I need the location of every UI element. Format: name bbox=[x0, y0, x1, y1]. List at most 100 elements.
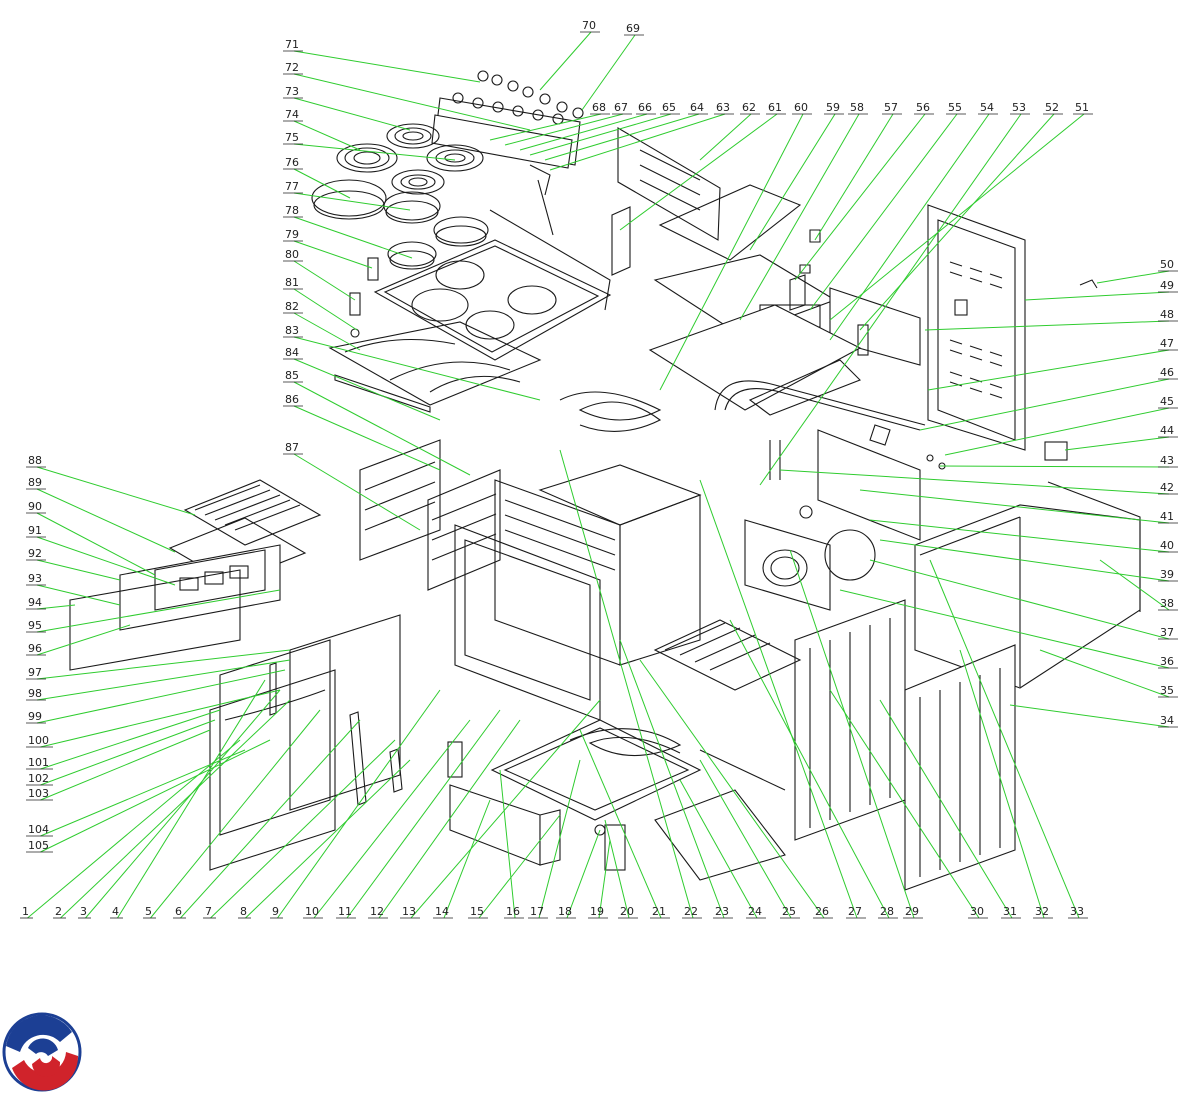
leader-line-104 bbox=[40, 749, 246, 837]
callout-number: 83 bbox=[285, 324, 299, 337]
callout-number: 100 bbox=[28, 734, 49, 747]
leader-line-31 bbox=[879, 699, 1013, 919]
callout-number: 68 bbox=[592, 101, 606, 114]
leader-line-28 bbox=[729, 619, 890, 919]
fan-motor-mount bbox=[799, 424, 946, 541]
leader-line-23 bbox=[619, 639, 725, 919]
callout-number: 29 bbox=[905, 905, 919, 918]
leader-line-44 bbox=[1064, 436, 1170, 451]
callout-number: 56 bbox=[916, 101, 930, 114]
leader-line-43 bbox=[939, 465, 1170, 468]
leader-lines bbox=[27, 31, 1170, 919]
leader-line-27 bbox=[699, 479, 858, 919]
callout-number: 27 bbox=[848, 905, 862, 918]
burner-receptacles bbox=[349, 257, 379, 338]
callout-number: 103 bbox=[28, 787, 49, 800]
leader-line-46 bbox=[919, 378, 1170, 431]
callout-number: 31 bbox=[1003, 905, 1017, 918]
callout-number: 4 bbox=[112, 905, 119, 918]
leader-line-24 bbox=[679, 779, 758, 919]
callout-number: 52 bbox=[1045, 101, 1059, 114]
callout-number: 1 bbox=[22, 905, 29, 918]
leader-line-36 bbox=[839, 589, 1170, 669]
callout-number: 96 bbox=[28, 642, 42, 655]
callout-number: 80 bbox=[285, 248, 299, 261]
leveling-legs bbox=[447, 741, 626, 871]
leader-line-56 bbox=[794, 113, 926, 281]
leader-line-4 bbox=[117, 679, 266, 919]
callout-number: 73 bbox=[285, 85, 299, 98]
callout-number: 30 bbox=[970, 905, 984, 918]
bake-element bbox=[559, 391, 682, 757]
callout-number: 85 bbox=[285, 369, 299, 382]
leader-line-90 bbox=[36, 512, 156, 576]
leader-line-67 bbox=[504, 113, 624, 146]
callout-number: 35 bbox=[1160, 684, 1174, 697]
callout-number: 33 bbox=[1070, 905, 1084, 918]
leader-line-64 bbox=[544, 113, 700, 161]
leader-line-49 bbox=[1024, 291, 1170, 301]
leader-line-19 bbox=[598, 839, 611, 919]
callout-number: 58 bbox=[850, 101, 864, 114]
callout-number: 66 bbox=[638, 101, 652, 114]
leader-line-17 bbox=[538, 759, 581, 919]
leader-line-87 bbox=[293, 453, 421, 531]
leader-line-52 bbox=[859, 113, 1055, 331]
leader-line-14 bbox=[443, 799, 491, 919]
leader-line-72 bbox=[293, 73, 531, 131]
callout-number: 38 bbox=[1160, 597, 1174, 610]
callout-number: 59 bbox=[826, 101, 840, 114]
oven-cavity bbox=[494, 464, 702, 666]
callout-number: 8 bbox=[240, 905, 247, 918]
leader-line-55 bbox=[809, 113, 958, 311]
leader-line-53 bbox=[759, 113, 1022, 486]
oven-front-frame bbox=[454, 524, 601, 721]
leader-line-105 bbox=[40, 739, 271, 853]
terminal-block bbox=[1044, 279, 1098, 461]
leader-line-5 bbox=[150, 709, 321, 919]
leader-line-26 bbox=[639, 659, 825, 919]
callout-number: 99 bbox=[28, 710, 42, 723]
callout-number: 86 bbox=[285, 393, 299, 406]
leader-line-39 bbox=[879, 539, 1170, 582]
rack-supports bbox=[359, 439, 501, 591]
callout-number: 82 bbox=[285, 300, 299, 313]
callout-number: 5 bbox=[145, 905, 152, 918]
leader-line-89 bbox=[36, 488, 176, 553]
leader-line-71 bbox=[293, 50, 481, 83]
callout-number: 60 bbox=[794, 101, 808, 114]
callout-number: 63 bbox=[716, 101, 730, 114]
callout-number: 93 bbox=[28, 572, 42, 585]
callout-number: 61 bbox=[768, 101, 782, 114]
leader-line-37 bbox=[869, 559, 1170, 640]
callout-number: 51 bbox=[1075, 101, 1089, 114]
callout-number: 23 bbox=[715, 905, 729, 918]
leader-line-20 bbox=[604, 819, 630, 919]
callout-number: 40 bbox=[1160, 539, 1174, 552]
callout-number: 81 bbox=[285, 276, 299, 289]
callout-number: 55 bbox=[948, 101, 962, 114]
leader-line-98 bbox=[36, 659, 291, 701]
callout-number: 104 bbox=[28, 823, 49, 836]
callout-number: 74 bbox=[285, 108, 299, 121]
leader-line-65 bbox=[529, 113, 672, 156]
callout-number: 75 bbox=[285, 131, 299, 144]
callout-number: 20 bbox=[620, 905, 634, 918]
leader-line-80 bbox=[293, 260, 356, 301]
leader-line-82 bbox=[293, 312, 361, 351]
bottom-drawer bbox=[490, 719, 786, 881]
control-panel bbox=[431, 70, 584, 236]
callout-number: 45 bbox=[1160, 395, 1174, 408]
outer-casing bbox=[914, 481, 1141, 689]
callout-number: 78 bbox=[285, 204, 299, 217]
callout-number: 95 bbox=[28, 619, 42, 632]
callout-number: 2 bbox=[55, 905, 62, 918]
callout-number: 79 bbox=[285, 228, 299, 241]
callout-number: 91 bbox=[28, 524, 42, 537]
callout-number: 36 bbox=[1160, 655, 1174, 668]
leader-line-8 bbox=[245, 759, 411, 919]
leader-line-66 bbox=[519, 113, 648, 151]
leader-line-33 bbox=[929, 559, 1080, 919]
leader-line-41 bbox=[859, 489, 1170, 524]
leader-line-40 bbox=[869, 519, 1170, 553]
